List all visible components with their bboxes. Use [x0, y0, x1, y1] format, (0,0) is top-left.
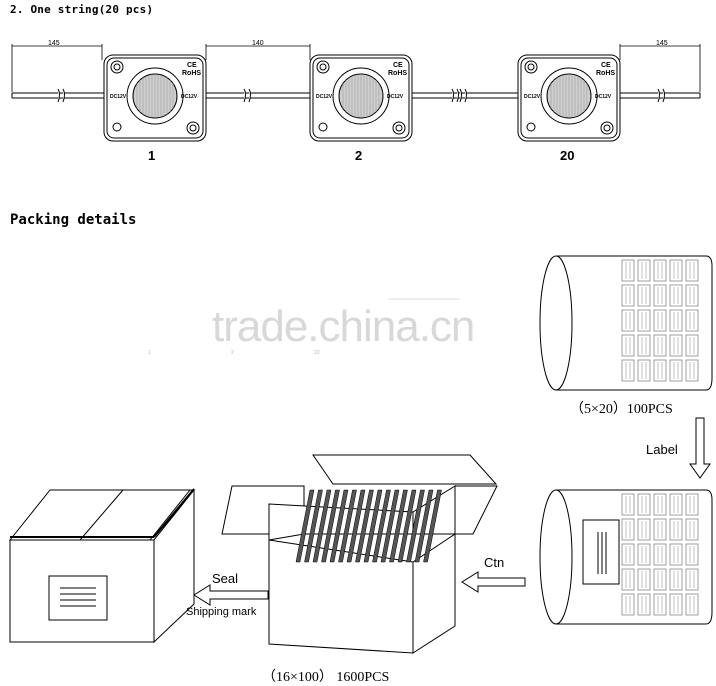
module-number: 20	[560, 148, 575, 163]
module-cert-ce: CE	[393, 62, 403, 69]
module-cert-rohs: RoHS	[388, 70, 408, 77]
dimension-right: 145	[656, 40, 668, 47]
shipping-mark-text: Shipping mark	[186, 606, 257, 618]
ghost-number-20: 20	[314, 350, 320, 356]
led-module-drawing	[103, 54, 207, 142]
module-number: 2	[355, 148, 363, 163]
module-voltage-left: DC12V	[524, 94, 541, 100]
module-voltage-right: DC12V	[387, 94, 404, 100]
watermark: trade.china.cn	[212, 302, 475, 351]
led-strip-pattern	[621, 259, 699, 382]
seal-text: Seal	[212, 571, 239, 586]
section-title-one-string: 2. One string(20 pcs)	[10, 3, 154, 16]
bag-100pcs	[539, 255, 713, 391]
module-voltage-right: DC12V	[595, 94, 612, 100]
down-arrow-icon	[689, 417, 711, 479]
ctn-text: Ctn	[484, 555, 505, 570]
carton-bags-pattern	[295, 489, 442, 563]
sealed-carton	[8, 488, 196, 644]
led-module-drawing	[309, 54, 413, 142]
ghost-number-1: 1	[148, 350, 151, 356]
label-text: Label	[646, 442, 678, 457]
module-number: 1	[148, 148, 156, 163]
dimension-middle: 140	[252, 40, 264, 47]
bag-with-label	[539, 489, 713, 625]
bag-caption: （5×20）100PCS	[570, 402, 673, 417]
carton-caption: （16×100） 1600PCS	[262, 670, 390, 685]
module-cert-ce: CE	[187, 62, 197, 69]
ghost-number-2: 2	[231, 350, 234, 356]
module-voltage-left: DC12V	[316, 94, 333, 100]
module-cert-rohs: RoHS	[596, 70, 616, 77]
module-cert-ce: CE	[601, 62, 611, 69]
module-voltage-right: DC12V	[181, 94, 198, 100]
bag-label	[582, 519, 620, 585]
led-module-drawing	[517, 54, 621, 142]
section-title-packing: Packing details	[10, 212, 137, 228]
module-cert-rohs: RoHS	[182, 70, 202, 77]
dimension-left: 145	[48, 40, 60, 47]
seal-arrow-icon	[193, 584, 269, 606]
module-voltage-left: DC12V	[110, 94, 127, 100]
led-string-diagram	[11, 44, 701, 142]
ctn-arrow-icon	[461, 571, 526, 593]
led-strip-pattern	[621, 493, 699, 616]
